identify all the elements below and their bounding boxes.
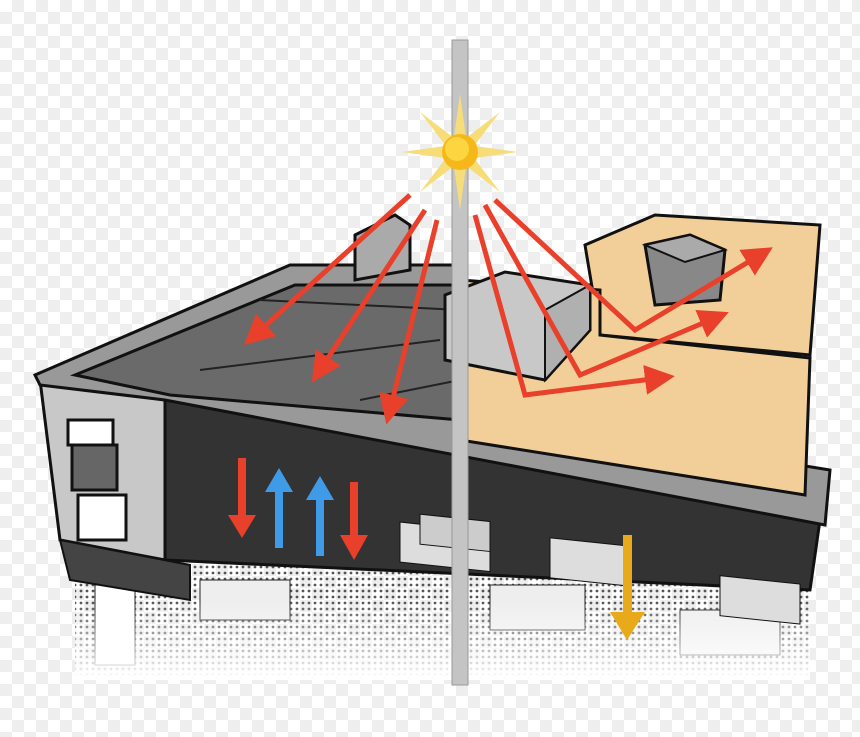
left-wall bbox=[38, 378, 191, 602]
arrow bbox=[493, 198, 773, 334]
arrow bbox=[379, 219, 440, 425]
pole bbox=[451, 39, 469, 686]
arrow bbox=[243, 193, 412, 346]
hvac-unit bbox=[641, 233, 728, 307]
arrow bbox=[482, 203, 729, 379]
solar-radiation-arrows bbox=[243, 193, 773, 425]
up-arrow-icon bbox=[306, 476, 334, 556]
heat-arrows bbox=[228, 458, 645, 640]
up-arrow-icon bbox=[265, 468, 293, 548]
arrow bbox=[311, 208, 428, 383]
wall-panel bbox=[549, 537, 631, 587]
down-arrow-icon bbox=[340, 482, 368, 560]
rooftop-box bbox=[443, 270, 592, 383]
arrow bbox=[472, 214, 675, 398]
down-arrow-icon bbox=[228, 458, 256, 538]
down-arrow-icon bbox=[610, 535, 645, 640]
sun-icon bbox=[402, 94, 518, 210]
wall-panel bbox=[719, 575, 801, 625]
